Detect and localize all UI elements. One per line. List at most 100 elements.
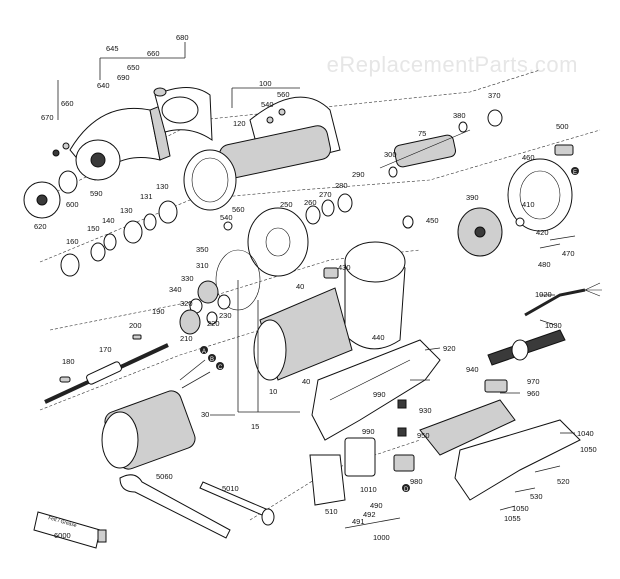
cord-group (487, 282, 602, 366)
part-label: 200 (129, 321, 142, 330)
svg-text:E: E (573, 170, 577, 176)
part-label: 370 (488, 91, 501, 100)
part-label: 410 (522, 200, 535, 209)
part-label: 990 (373, 390, 386, 399)
svg-text:D: D (404, 487, 409, 493)
part-label: 1000 (373, 533, 390, 542)
part-label: 290 (352, 170, 365, 179)
part-label: 130 (120, 206, 133, 215)
svg-text:A: A (202, 349, 206, 355)
part-label: 330 (181, 274, 194, 283)
part-label: 1050 (580, 445, 597, 454)
part-label: 270 (319, 190, 332, 199)
handle-housing-group (183, 96, 341, 211)
part-label: 75 (418, 129, 426, 138)
part-label: 640 (97, 81, 110, 90)
callout-b: B (208, 354, 216, 363)
part-label: 560 (277, 90, 290, 99)
motor-housing-group (101, 241, 406, 470)
part-label: 950 (417, 431, 430, 440)
part-label: 620 (34, 222, 47, 231)
part-label: 390 (466, 193, 479, 202)
callout-markers: A B C D E (200, 167, 579, 493)
part-label: 130 (156, 182, 169, 191)
part-label: 690 (117, 73, 130, 82)
callout-e: E (571, 167, 579, 176)
part-label: 320 (180, 299, 193, 308)
part-label: 540 (261, 100, 274, 109)
watermark: eReplacementParts.com (326, 52, 578, 77)
part-label: 420 (536, 228, 549, 237)
part-label: 660 (61, 99, 74, 108)
tools-group (33, 465, 561, 549)
part-label: 260 (304, 198, 317, 207)
leader-lines (210, 294, 575, 434)
part-label: 170 (99, 345, 112, 354)
callout-d: D (402, 484, 410, 493)
switch-group (309, 399, 415, 506)
part-label: 1010 (360, 485, 377, 494)
part-label: 470 (562, 249, 575, 258)
part-label: 5010 (222, 484, 239, 493)
part-label: 520 (557, 477, 570, 486)
part-labels: 680 660 645 650 690 640 660 670 590 600 … (34, 33, 597, 542)
group-brackets (57, 42, 300, 413)
bearings-row (60, 193, 414, 335)
part-label: 980 (410, 477, 423, 486)
part-label: 250 (280, 200, 293, 209)
part-label: 10 (269, 387, 277, 396)
svg-text:B: B (210, 357, 214, 363)
part-label: 280 (335, 181, 348, 190)
part-label: 30 (201, 410, 209, 419)
fan-housing-group (457, 144, 576, 257)
part-label: 1020 (535, 290, 552, 299)
part-label: 1055 (504, 514, 521, 523)
part-label: 190 (152, 307, 165, 316)
part-label: 560 (232, 205, 245, 214)
part-label: 5060 (156, 472, 173, 481)
part-label: 131 (140, 192, 153, 201)
part-label: 1050 (512, 504, 529, 513)
part-label: 15 (251, 422, 259, 431)
callout-a: A (200, 346, 208, 355)
part-label: 6000 (54, 531, 71, 540)
part-label: 990 (362, 427, 375, 436)
part-label: 430 (338, 263, 351, 272)
part-label: 180 (62, 357, 75, 366)
part-label: 960 (527, 389, 540, 398)
gear-head-cover-group (23, 87, 213, 219)
part-label: 645 (106, 44, 119, 53)
part-label: 600 (66, 200, 79, 209)
part-label: 380 (453, 111, 466, 120)
part-label: 120 (233, 119, 246, 128)
part-label: 530 (530, 492, 543, 501)
armature-group (379, 109, 503, 178)
part-label: 670 (41, 113, 54, 122)
callout-c: C (216, 362, 224, 371)
svg-text:C: C (218, 365, 223, 371)
part-label: 220 (207, 319, 220, 328)
part-label: 100 (259, 79, 272, 88)
part-label: 491 (352, 517, 365, 526)
part-label: 150 (87, 224, 100, 233)
part-label: 210 (180, 334, 193, 343)
part-label: 492 (363, 510, 376, 519)
part-label: 540 (220, 213, 233, 222)
part-label: 650 (127, 63, 140, 72)
part-label: 340 (169, 285, 182, 294)
part-label: 680 (176, 33, 189, 42)
part-label: 660 (147, 49, 160, 58)
part-label: 920 (443, 344, 456, 353)
part-label: 970 (527, 377, 540, 386)
part-label: 350 (196, 245, 209, 254)
part-label: 480 (538, 260, 551, 269)
part-label: 310 (196, 261, 209, 270)
part-label: 590 (90, 189, 103, 198)
part-label: 1030 (545, 321, 562, 330)
handle-shell-group (311, 339, 581, 501)
part-label: 1040 (577, 429, 594, 438)
part-label: 500 (556, 122, 569, 131)
part-label: 510 (325, 507, 338, 516)
part-label: 440 (372, 333, 385, 342)
